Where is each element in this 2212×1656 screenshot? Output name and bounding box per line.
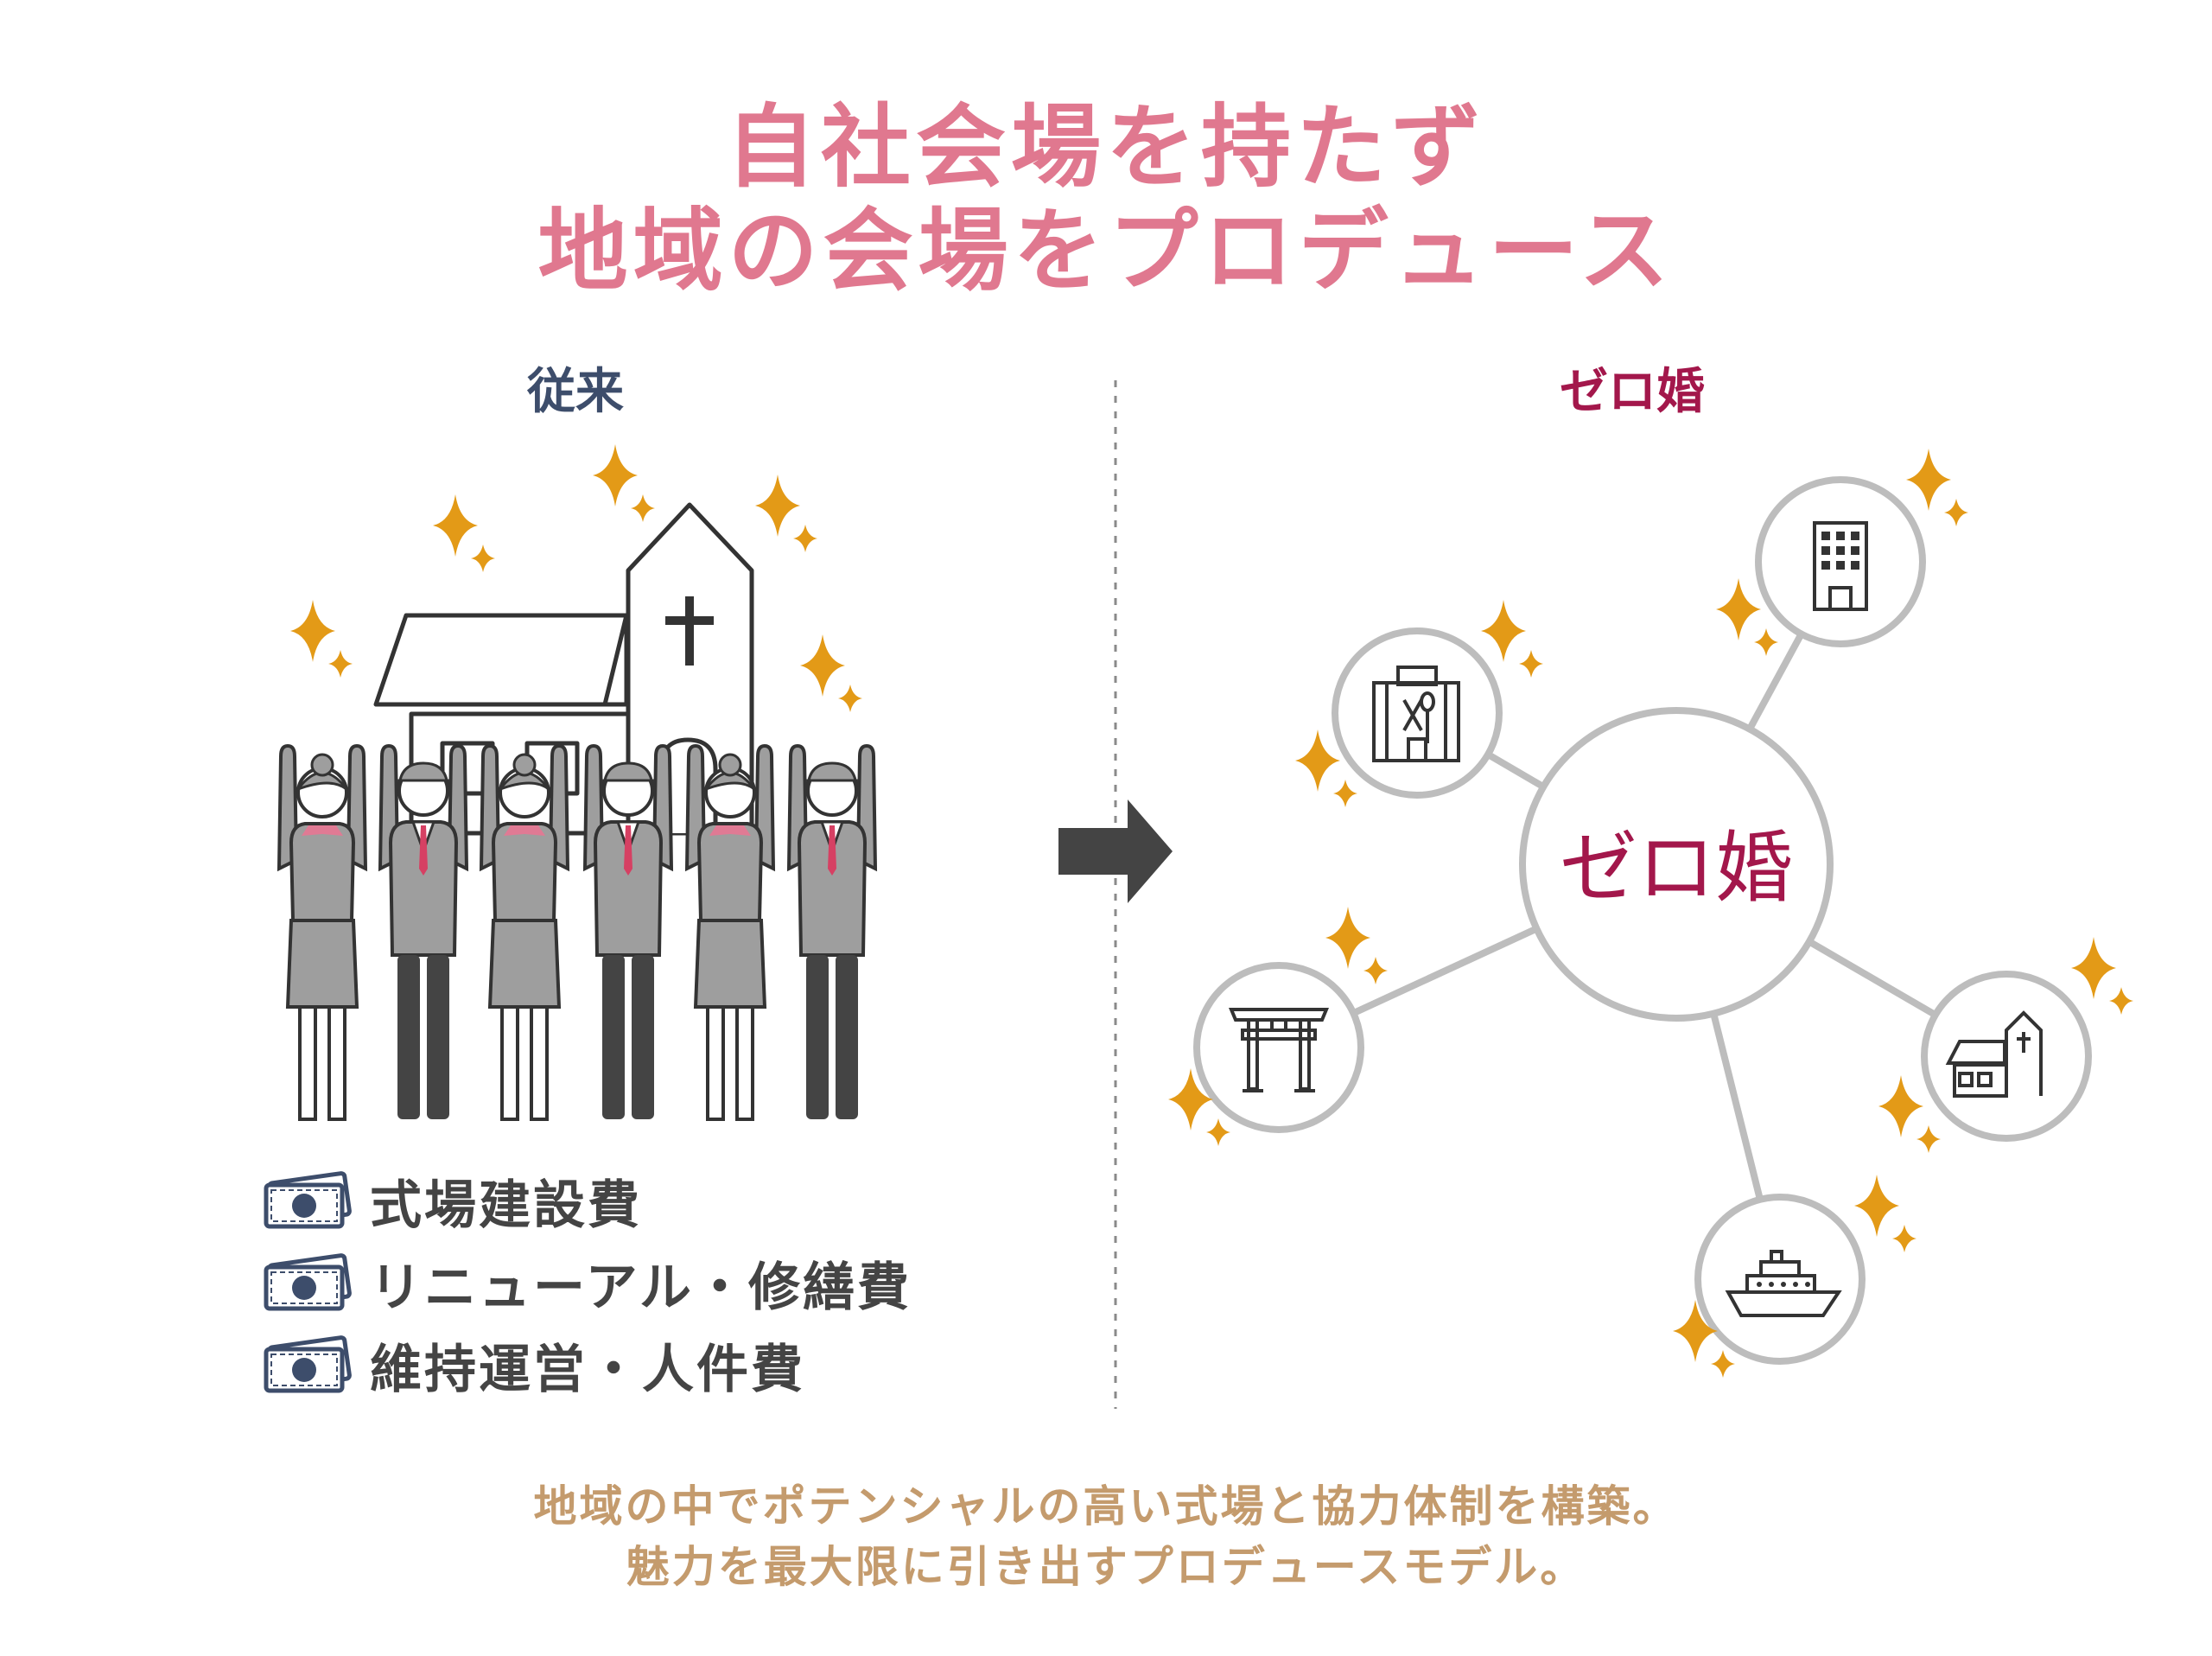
venue-node-ship [1694, 1194, 1866, 1365]
sparkle-icon [1325, 907, 1388, 984]
staff-man-icon [583, 744, 673, 1121]
title-line-2: 地域の会場をプロデュース [537, 198, 1675, 303]
cost-item-renovation: リニューアル・修繕費 [370, 1258, 912, 1318]
staff-woman-icon [277, 744, 367, 1121]
money-bill-icon [266, 1337, 350, 1391]
venue-node-office [1755, 476, 1926, 647]
sparkle-icon [1481, 600, 1543, 678]
sparkle-icon [755, 475, 817, 552]
venue-node-chapel [1921, 971, 2092, 1142]
office-building-icon [1813, 521, 1868, 611]
staff-woman-icon [480, 744, 569, 1121]
shrine-torii-icon [1229, 1008, 1329, 1092]
money-bill-icon [266, 1255, 350, 1309]
title-line-1: 自社会場を持たず [725, 94, 1486, 200]
sparkle-icon [433, 494, 495, 572]
footer-line-2: 魅力を最大限に引き出すプロデュースモデル。 [626, 1542, 1586, 1592]
left-column-label: 従来 [527, 364, 624, 420]
sparkle-icon [800, 634, 862, 712]
hub-label: ゼロ婚 [1560, 823, 1793, 914]
cost-item-operations: 維持運営・人件費 [370, 1340, 805, 1400]
arrow-right-icon [1058, 799, 1173, 903]
staff-man-icon [787, 744, 877, 1121]
sparkle-icon [2071, 937, 2133, 1015]
sparkle-icon [290, 600, 353, 678]
sparkle-icon [1854, 1175, 1916, 1252]
staff-man-icon [378, 744, 468, 1121]
restaurant-icon [1372, 666, 1460, 762]
cruise-ship-icon [1725, 1250, 1842, 1317]
right-column-label: ゼロ婚 [1560, 364, 1705, 420]
chapel-icon [1945, 1010, 2043, 1098]
hub-circle [1519, 707, 1834, 1022]
venue-node-restaurant [1332, 627, 1503, 799]
venue-node-shrine [1193, 962, 1364, 1133]
cost-item-construction: 式場建設費 [370, 1175, 642, 1236]
sparkle-icon [593, 444, 655, 522]
footer-line-1: 地域の中でポテンシャルの高い式場と協力体制を構築。 [533, 1481, 1679, 1532]
sparkle-icon [1906, 449, 1968, 526]
money-bill-icon [266, 1173, 350, 1226]
staff-woman-icon [685, 744, 775, 1121]
